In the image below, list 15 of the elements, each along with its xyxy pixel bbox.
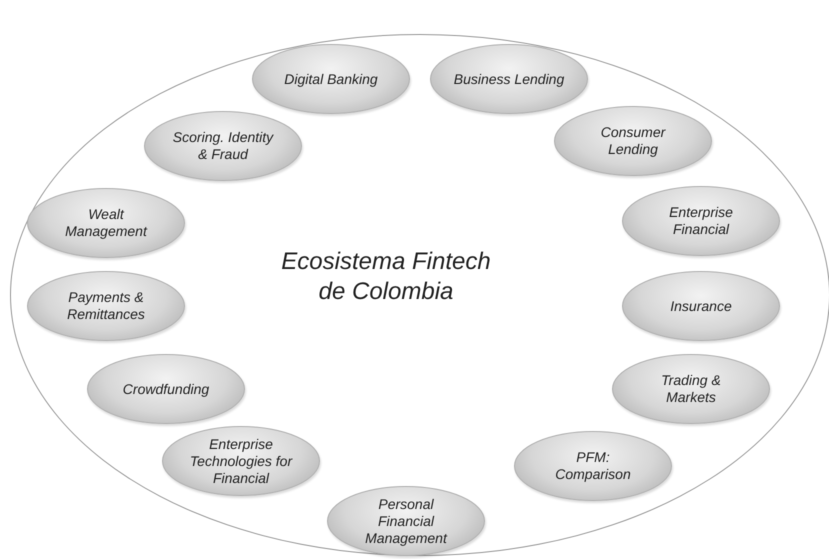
category-ellipse: Payments & Remittances [27, 271, 185, 341]
category-ellipse: Business Lending [430, 44, 588, 114]
category-ellipse: Personal Financial Management [327, 486, 485, 556]
category-ellipse: Insurance [622, 271, 780, 341]
category-ellipse: Crowdfunding [87, 354, 245, 424]
category-ellipse: Wealt Management [27, 188, 185, 258]
category-ellipse: Enterprise Technologies for Financial [162, 426, 320, 496]
ecosystem-ellipse [10, 34, 829, 556]
category-ellipse: Enterprise Financial [622, 186, 780, 256]
category-ellipse: Digital Banking [252, 44, 410, 114]
category-ellipse: PFM: Comparison [514, 431, 672, 501]
category-ellipse: Trading & Markets [612, 354, 770, 424]
category-ellipse: Scoring. Identity & Fraud [144, 111, 302, 181]
center-title: Ecosistema Fintech de Colombia [280, 247, 492, 307]
category-ellipse: Consumer Lending [554, 106, 712, 176]
